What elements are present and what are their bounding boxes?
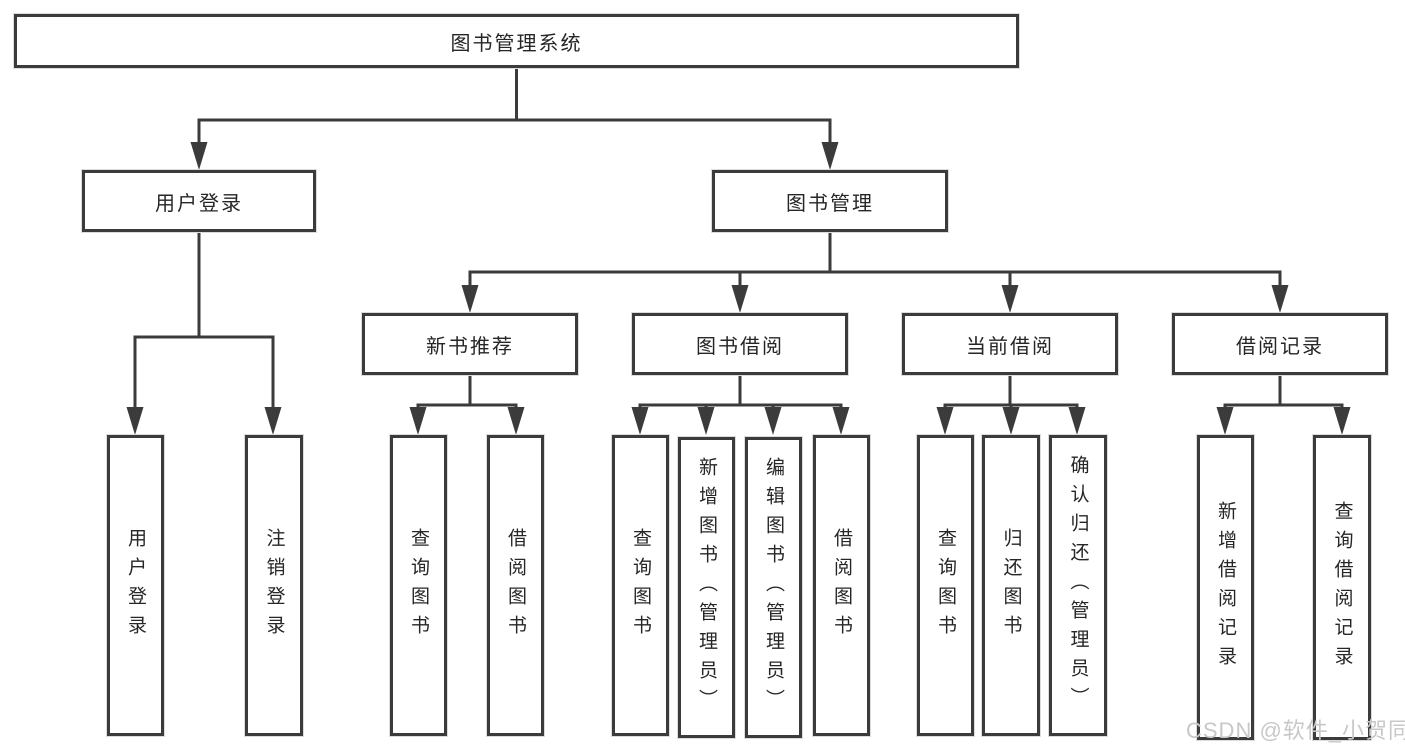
- leaf-records-query: 查询借阅记录: [1313, 435, 1371, 740]
- leaf-newbooks-borrow-label: 借阅图书: [505, 527, 526, 644]
- leaf-current-query-label: 查询图书: [935, 527, 956, 644]
- node-new-book-recommend: 新书推荐: [362, 313, 578, 375]
- node-book-management-label: 图书管理: [786, 192, 874, 215]
- leaf-borrow-book-label: 借阅图书: [831, 527, 852, 644]
- leaf-records-add: 新增借阅记录: [1197, 435, 1254, 740]
- leaf-borrow-edit-admin-label: 编辑图书（管理员）: [763, 457, 784, 718]
- leaf-borrow-add-admin-label: 新增图书（管理员）: [696, 457, 717, 718]
- node-borrow-records-label: 借阅记录: [1236, 335, 1324, 358]
- leaf-current-return-label: 归还图书: [1000, 527, 1022, 644]
- node-book-borrow: 图书借阅: [632, 313, 848, 375]
- leaf-records-query-label: 查询借阅记录: [1331, 500, 1353, 675]
- leaf-borrow-edit-admin: 编辑图书（管理员）: [745, 437, 802, 738]
- leaf-user-login: 用户登录: [107, 435, 164, 736]
- leaf-borrow-add-admin: 新增图书（管理员）: [678, 437, 735, 738]
- leaf-newbooks-borrow: 借阅图书: [487, 435, 544, 736]
- leaf-current-return: 归还图书: [982, 435, 1040, 736]
- leaf-logout: 注销登录: [245, 435, 303, 736]
- leaf-records-add-label: 新增借阅记录: [1215, 500, 1236, 675]
- leaf-newbooks-query: 查询图书: [390, 435, 447, 736]
- leaf-current-query: 查询图书: [917, 435, 974, 736]
- node-root: 图书管理系统: [14, 14, 1019, 68]
- node-book-borrow-label: 图书借阅: [696, 335, 784, 358]
- leaf-logout-label: 注销登录: [263, 527, 285, 644]
- leaf-user-login-label: 用户登录: [125, 527, 146, 644]
- leaf-current-confirm-admin: 确认归还（管理员）: [1049, 435, 1107, 736]
- node-borrow-records: 借阅记录: [1172, 313, 1388, 375]
- leaf-borrow-query: 查询图书: [612, 435, 669, 736]
- node-user-login: 用户登录: [82, 170, 316, 232]
- leaf-borrow-book: 借阅图书: [813, 435, 870, 736]
- node-user-login-label: 用户登录: [155, 192, 243, 215]
- leaf-borrow-query-label: 查询图书: [630, 527, 651, 644]
- watermark: CSDN @软件_小贺同学: [1186, 718, 1405, 743]
- node-root-label: 图书管理系统: [450, 32, 583, 55]
- node-current-borrow: 当前借阅: [902, 313, 1118, 375]
- node-new-book-recommend-label: 新书推荐: [426, 335, 514, 358]
- node-book-management: 图书管理: [712, 170, 948, 232]
- node-current-borrow-label: 当前借阅: [966, 335, 1054, 358]
- leaf-newbooks-query-label: 查询图书: [408, 527, 429, 644]
- leaf-current-confirm-admin-label: 确认归还（管理员）: [1067, 455, 1089, 716]
